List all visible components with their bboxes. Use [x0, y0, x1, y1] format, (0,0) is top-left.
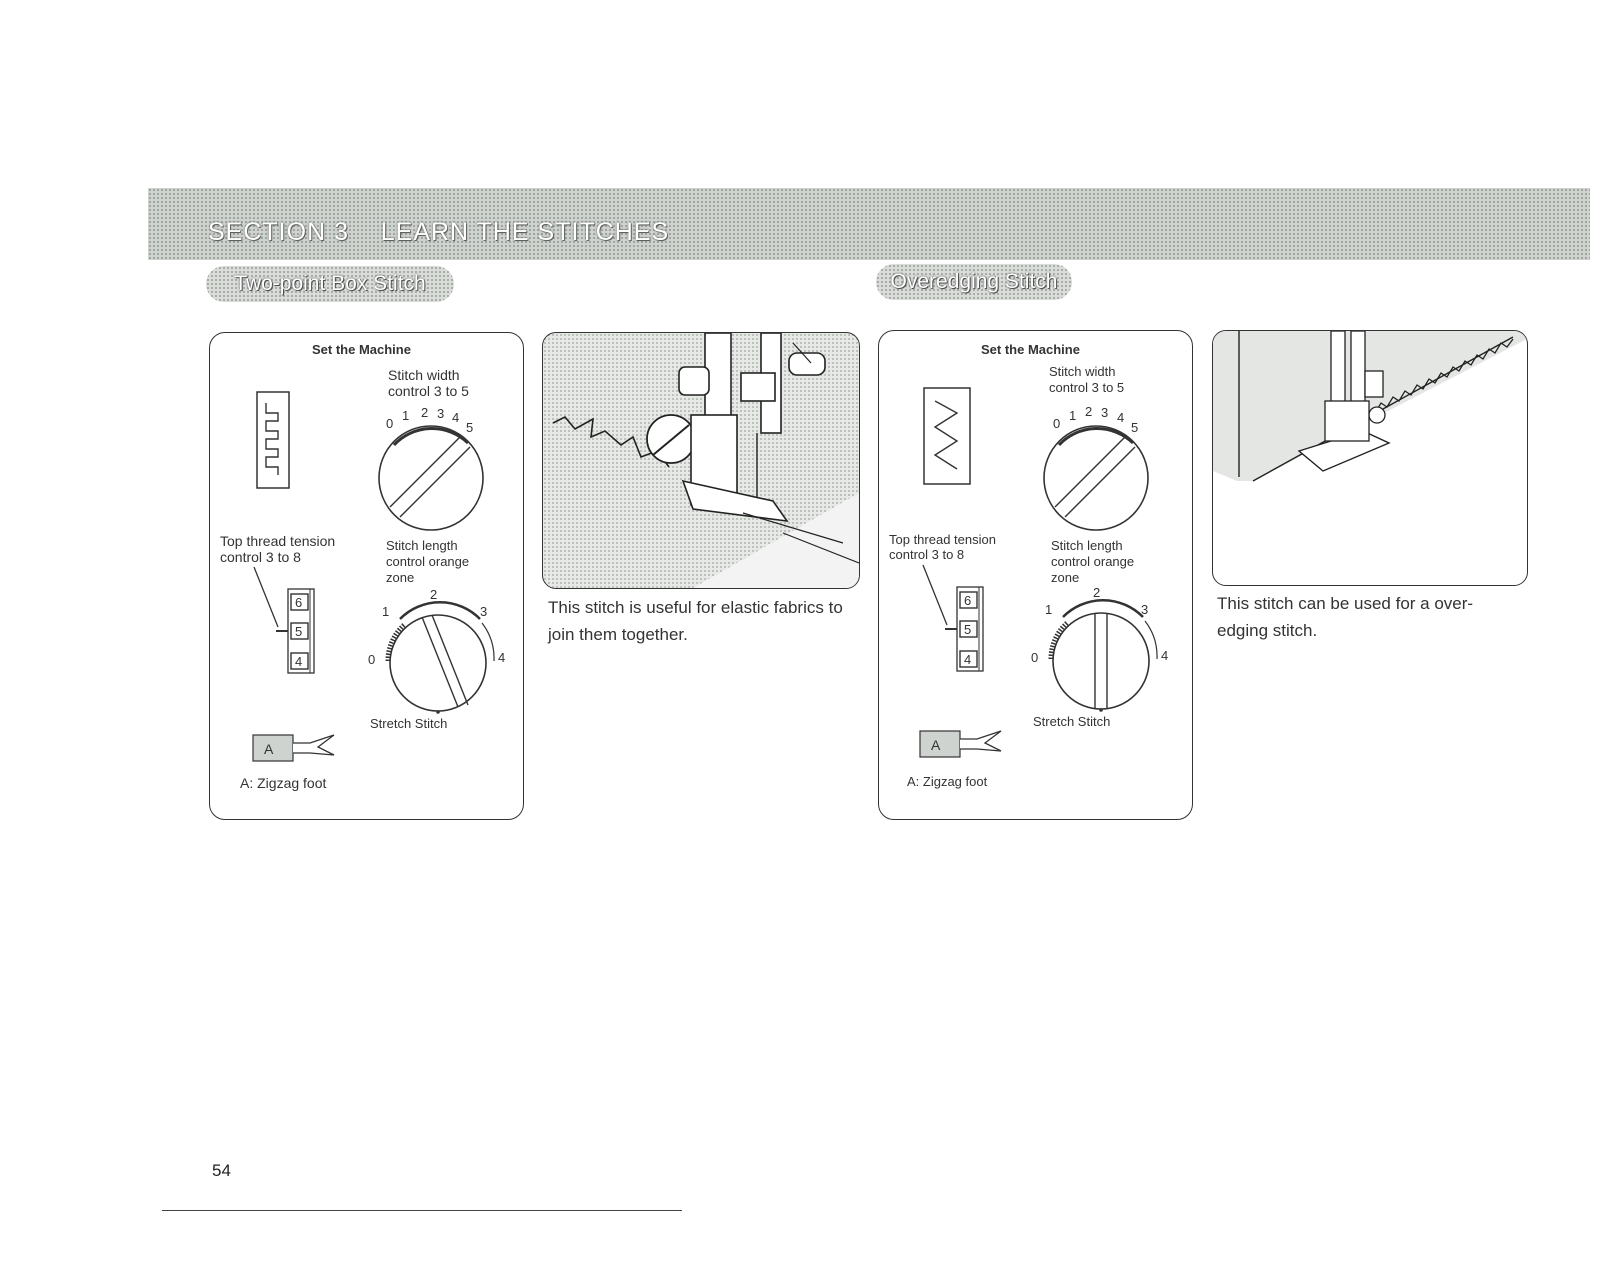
- stitch-width-dial[interactable]: [1041, 423, 1151, 533]
- width-tick-5: 5: [1131, 420, 1139, 435]
- length-tick-1: 1: [382, 604, 390, 619]
- foot-letter: A: [264, 741, 274, 757]
- width-tick-1: 1: [1069, 408, 1077, 423]
- caption-right-text-1: This stitch can be used for a over-: [1217, 594, 1474, 613]
- length-tick-3: 3: [1141, 602, 1149, 617]
- caption-right-line-2: edging stitch.: [1217, 621, 1318, 640]
- length-tick-3: 3: [480, 604, 488, 619]
- width-tick-4: 4: [1117, 410, 1125, 425]
- foot-label: A: Zigzag foot: [240, 775, 327, 791]
- stretch-stitch-label: Stretch Stitch: [370, 716, 448, 731]
- tension-tick-4: 4: [295, 654, 303, 669]
- page-number: 54: [212, 1161, 231, 1180]
- stitch-length-dial[interactable]: [1033, 593, 1163, 713]
- length-label-1: Stitch length: [386, 538, 458, 553]
- length-tick-0: 0: [1031, 650, 1039, 665]
- overedging-stitch-pattern-icon: [923, 387, 971, 485]
- heading-text: Overedging Stitch: [890, 270, 1058, 293]
- foot-label: A: Zigzag foot: [907, 774, 988, 789]
- length-tick-2: 2: [430, 587, 438, 602]
- tension-tick-5: 5: [964, 622, 972, 637]
- stitch-length-dial[interactable]: [370, 595, 500, 715]
- tension-label-1: Top thread tension: [889, 532, 996, 547]
- length-label-3: zone: [386, 570, 415, 585]
- overedging-stitch-illustration: [1212, 330, 1528, 586]
- width-tick-4: 4: [452, 410, 460, 425]
- section-title: SECTION 3 LEARN THE STITCHES: [208, 218, 670, 246]
- foot-letter: A: [931, 737, 941, 753]
- settings-panel-right: Set the Machine Stitch width control 3 t…: [878, 330, 1193, 820]
- heading-text: Two-point Box Stitch: [234, 272, 426, 295]
- width-tick-3: 3: [1101, 405, 1109, 420]
- footer-rule: [162, 1210, 682, 1211]
- length-tick-2: 2: [1093, 585, 1101, 600]
- length-tick-0: 0: [368, 652, 376, 667]
- caption-left: This stitch is useful for elastic fabric…: [548, 598, 843, 644]
- width-label-1: Stitch width: [388, 367, 460, 383]
- width-tick-5: 5: [466, 420, 474, 435]
- tension-label-1: Top thread tension: [220, 533, 336, 549]
- length-label-1: Stitch length: [1051, 538, 1123, 553]
- presser-foot-drawing: [552, 333, 859, 588]
- length-tick-4: 4: [1161, 648, 1169, 663]
- tension-tick-5: 5: [295, 624, 303, 639]
- section-banner: SECTION 3 LEARN THE STITCHES: [148, 188, 1590, 260]
- tension-label-2: control 3 to 8: [220, 549, 301, 565]
- two-point-box-stitch-illustration: [542, 332, 860, 589]
- length-tick-4: 4: [498, 650, 506, 665]
- stretch-stitch-label: Stretch Stitch: [1033, 714, 1111, 729]
- width-label-2: control 3 to 5: [388, 383, 469, 399]
- heading-overedging-stitch: Overedging Stitch: [876, 264, 1072, 300]
- width-tick-2: 2: [421, 405, 429, 420]
- zigzag-foot-icon: A: [919, 730, 1002, 758]
- settings-panel-left: Set the Machine Stitch width control 3 t…: [209, 332, 524, 820]
- tension-tick-6: 6: [964, 593, 972, 608]
- tension-label-2: control 3 to 8: [889, 547, 965, 562]
- thread-tension-control[interactable]: [250, 565, 320, 675]
- length-label-2: control orange: [1051, 554, 1135, 569]
- width-label-2: control 3 to 5: [1049, 380, 1125, 395]
- panel-title: Set the Machine: [981, 342, 1080, 357]
- panel-title: Set the Machine: [312, 342, 411, 357]
- heading-two-point-box-stitch: Two-point Box Stitch: [206, 266, 454, 302]
- tension-tick-4: 4: [964, 652, 972, 667]
- caption-right-line-1: This stitch can be used for a over-: [1217, 590, 1521, 617]
- length-label-3: zone: [1051, 570, 1080, 585]
- zigzag-foot-icon: A: [252, 734, 335, 762]
- box-stitch-pattern-icon: [256, 391, 290, 489]
- width-tick-0: 0: [1053, 416, 1061, 431]
- thread-tension-control[interactable]: [919, 563, 989, 673]
- length-label-2: control orange: [386, 554, 470, 569]
- width-label-1: Stitch width: [1049, 364, 1116, 379]
- width-tick-0: 0: [386, 416, 394, 431]
- width-tick-1: 1: [402, 408, 410, 423]
- stitch-width-dial[interactable]: [376, 423, 486, 533]
- fabric-edge-drawing: [1213, 331, 1527, 482]
- caption-right: This stitch can be used for a over- edgi…: [1217, 590, 1521, 644]
- tension-tick-6: 6: [295, 595, 303, 610]
- width-tick-3: 3: [437, 406, 445, 421]
- length-tick-1: 1: [1045, 602, 1053, 617]
- width-tick-2: 2: [1085, 404, 1093, 419]
